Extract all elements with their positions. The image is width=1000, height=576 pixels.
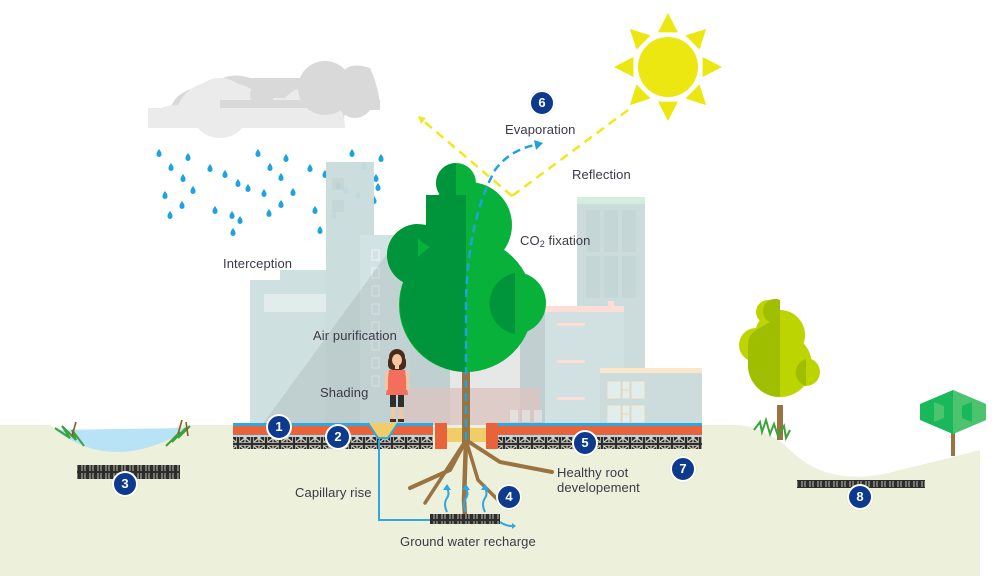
rain-drop-icon bbox=[235, 179, 241, 187]
upward-water-arrows bbox=[444, 487, 488, 513]
label-healthy-root-development: Healthy root developement bbox=[557, 465, 640, 495]
rain-drop-icon bbox=[267, 163, 273, 171]
rain-drop-icon bbox=[266, 209, 272, 217]
rain-drop-icon bbox=[278, 173, 284, 181]
tree-roots bbox=[408, 437, 554, 519]
pavement-right bbox=[498, 423, 702, 449]
cloud-icon bbox=[148, 61, 380, 138]
label-shading: Shading bbox=[320, 385, 369, 400]
label-evaporation: Evaporation bbox=[505, 122, 576, 137]
label-ground-water-recharge: Ground water recharge bbox=[400, 534, 536, 549]
label-co2-fixation: CO2 fixation bbox=[520, 233, 591, 249]
rain-drop-icon bbox=[156, 149, 162, 157]
badge-2: 2 bbox=[325, 424, 351, 450]
badge-3: 3 bbox=[112, 471, 138, 497]
co2-suffix: fixation bbox=[544, 233, 591, 248]
label-reflection: Reflection bbox=[572, 167, 631, 182]
rain-drop-icon bbox=[212, 206, 218, 214]
rain-drop-icon bbox=[278, 200, 284, 209]
hill-tree-lime bbox=[739, 298, 820, 442]
sun-ray bbox=[658, 101, 678, 121]
rain-drop-icon bbox=[190, 186, 196, 194]
recharge-arrow-icon bbox=[499, 521, 513, 527]
sun-ray bbox=[629, 28, 651, 50]
sun-icon bbox=[614, 13, 722, 121]
tree-pit-curb-left bbox=[435, 423, 447, 449]
ground bbox=[0, 425, 980, 576]
sun-ray bbox=[614, 57, 634, 77]
rain-drop-icon bbox=[168, 163, 174, 171]
rain-drop-icon bbox=[317, 226, 323, 234]
reflection-arrowhead-icon bbox=[418, 116, 426, 124]
rain-drop-icon bbox=[237, 216, 243, 224]
rain-drop-icon bbox=[222, 170, 228, 179]
rain-drop-icon bbox=[180, 174, 186, 182]
evaporation-arrow bbox=[464, 143, 536, 440]
badge-7: 7 bbox=[670, 456, 696, 482]
sun-ray bbox=[685, 28, 707, 50]
reflection-lines bbox=[419, 108, 629, 198]
hill-tree-hexagon bbox=[920, 390, 986, 456]
rain-drop-icon bbox=[179, 201, 185, 209]
tree-pit-curb-right bbox=[486, 423, 498, 449]
badge-5: 5 bbox=[572, 430, 598, 456]
gutter bbox=[367, 422, 399, 439]
badge-1: 1 bbox=[266, 414, 292, 440]
rain-drop-icon bbox=[261, 189, 267, 197]
rain-drop-icon bbox=[375, 183, 381, 191]
sun-ray bbox=[629, 84, 651, 106]
badge-4: 4 bbox=[496, 484, 522, 510]
evaporation-arrowhead-icon bbox=[534, 140, 543, 150]
person-figure bbox=[385, 349, 409, 422]
rain-drop-icon bbox=[378, 154, 384, 162]
label-capillary-rise: Capillary rise bbox=[295, 485, 372, 500]
label-air-purification: Air purification bbox=[313, 328, 397, 343]
tree-trunk bbox=[462, 365, 470, 443]
recharge-arrowhead-icon bbox=[512, 523, 516, 529]
badge-6: 6 bbox=[529, 90, 555, 116]
upward-arrowheads bbox=[443, 484, 489, 490]
rain-drop-icon bbox=[307, 164, 313, 172]
rain-drop-icon bbox=[290, 188, 296, 196]
badge-8: 8 bbox=[847, 484, 873, 510]
rain-drop-icon bbox=[349, 149, 355, 157]
co2-prefix: CO bbox=[520, 233, 540, 248]
rain-drop-icon bbox=[283, 154, 289, 162]
rain-drop-icon bbox=[312, 206, 318, 214]
main-tree-canopy bbox=[387, 163, 546, 372]
sun-ray bbox=[658, 13, 678, 33]
rain-drop-icon bbox=[207, 164, 213, 172]
label-interception: Interception bbox=[223, 256, 293, 271]
co2-subscript: 2 bbox=[539, 239, 545, 249]
recharge-crate bbox=[430, 514, 500, 524]
rain-drop-icon bbox=[245, 184, 251, 192]
rain-drop-icon bbox=[185, 153, 191, 161]
sun-ray bbox=[685, 84, 707, 106]
rain-drop-icon bbox=[230, 228, 236, 236]
capillary-pipe bbox=[378, 440, 432, 521]
rain-drop-icon bbox=[373, 174, 379, 182]
rain-drop-icon bbox=[229, 211, 235, 219]
rain-drop-icon bbox=[162, 191, 168, 199]
pond bbox=[54, 419, 191, 453]
rain-drop-icon bbox=[255, 149, 261, 157]
city-buildings bbox=[250, 162, 702, 425]
rain-drop-icon bbox=[167, 211, 173, 219]
sun-ray bbox=[702, 57, 722, 77]
